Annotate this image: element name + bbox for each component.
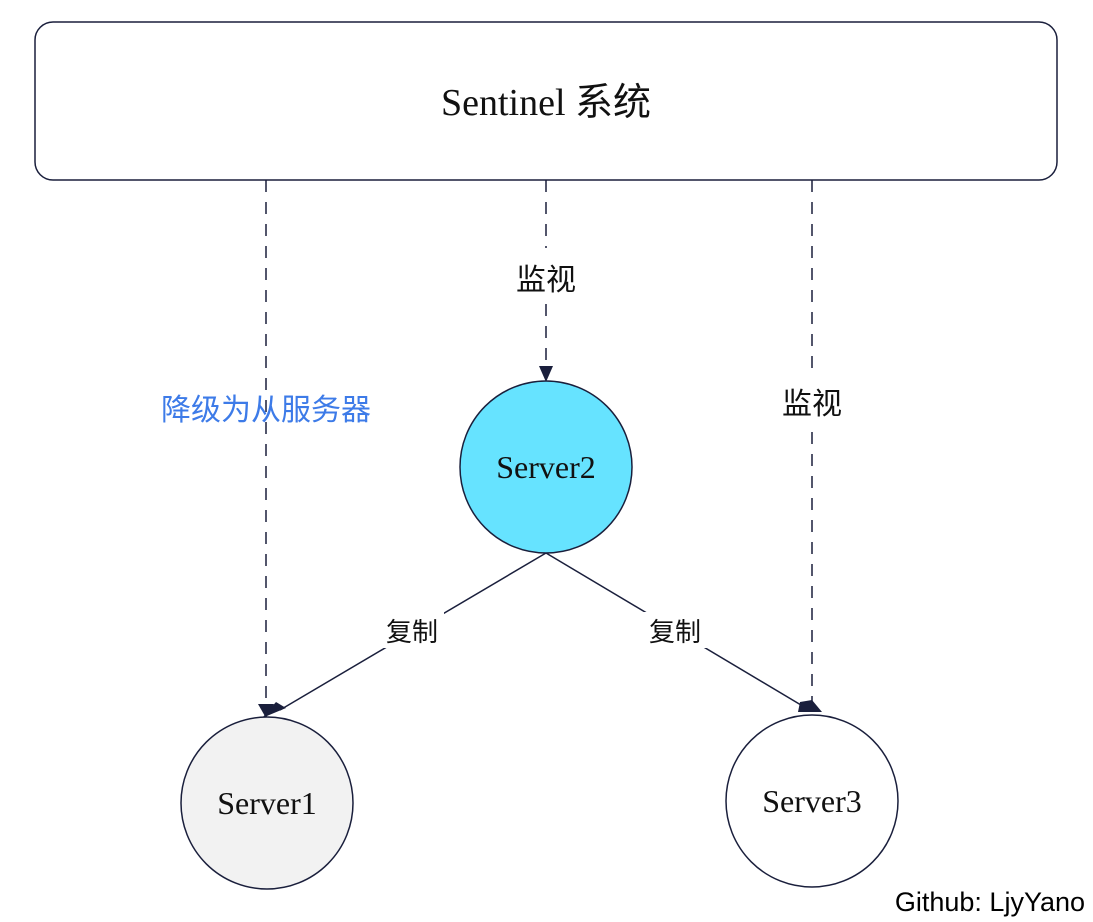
arrowhead-server1-replicate xyxy=(262,702,286,718)
replicate-label-left: 复制 xyxy=(386,618,438,648)
arrowhead-server3-replicate xyxy=(798,700,822,712)
server1-node xyxy=(180,716,354,890)
replicate-label-right-bg xyxy=(643,612,707,648)
monitor-label-server2: 监视 xyxy=(516,263,576,298)
demote-label: 降级为从服务器 xyxy=(161,393,371,428)
monitor-label-server3: 监视 xyxy=(782,387,842,422)
server3-node xyxy=(725,714,899,888)
credit-text: Github: LjyYano xyxy=(894,887,1085,917)
server1-label: Server1 xyxy=(217,785,317,821)
replicate-label-right: 复制 xyxy=(649,618,701,648)
server2-label: Server2 xyxy=(496,449,596,485)
arrowhead-server2-monitor xyxy=(539,366,553,382)
sentinel-label: Sentinel 系统 xyxy=(441,82,651,124)
arrowhead-server1-monitor xyxy=(258,704,274,718)
server2-node xyxy=(459,380,633,554)
replicate-label-left-bg xyxy=(380,612,444,648)
server3-label: Server3 xyxy=(762,783,862,819)
